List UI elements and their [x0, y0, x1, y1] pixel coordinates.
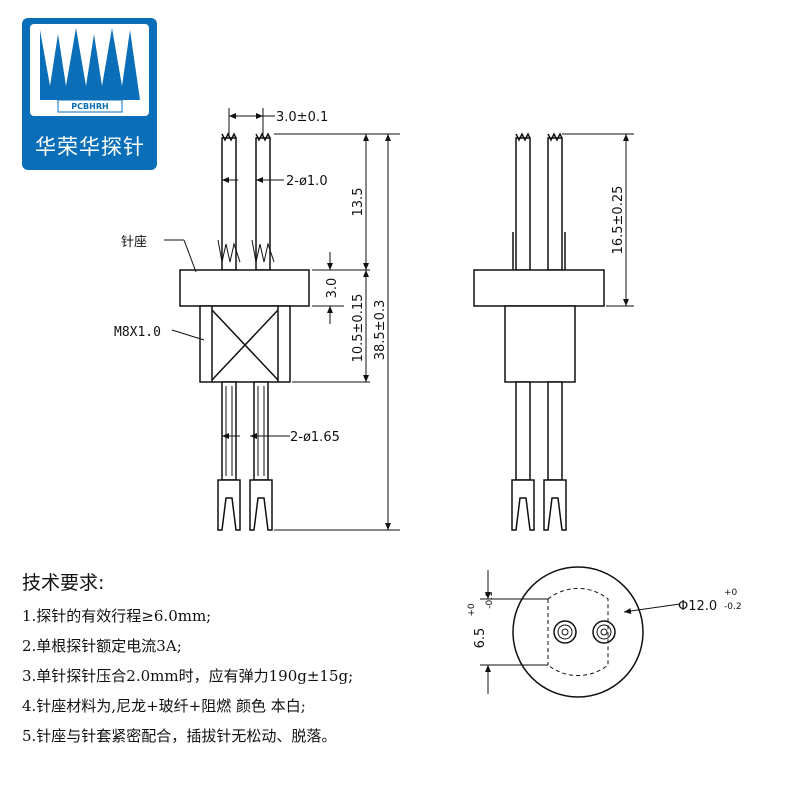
logo-abbr: PCBHRH — [71, 102, 108, 111]
dim-upper-length: 13.5 — [351, 188, 366, 217]
dim-diameter-tol-upper: +0 — [724, 588, 738, 598]
pin-contact-right — [592, 620, 616, 644]
pin-seat-flange — [179, 269, 310, 307]
dim-flat-tol-lower: -0.1 — [485, 591, 495, 609]
front-view-dimensions — [164, 108, 400, 531]
side-flange — [473, 269, 605, 307]
label-pin-seat: 针座 — [121, 235, 147, 250]
dim-diameter: Φ12.0 — [678, 599, 717, 614]
label-thread: M8X1.0 — [114, 325, 161, 340]
dim-total-length: 38.5±0.3 — [373, 300, 388, 361]
side-body — [504, 305, 576, 383]
dim-body-length: 10.5±0.15 — [351, 294, 366, 363]
lower-pin-right — [253, 381, 269, 481]
dim-lower-pin-diameter: 2-ø1.65 — [290, 430, 340, 445]
dim-pin-pitch: 3.0±0.1 — [276, 110, 328, 125]
side-view-dimensions — [562, 133, 634, 307]
technical-requirements: 技术要求: 1.探针的有效行程≥6.0mm; 2.单根探针额定电流3A; 3.单… — [22, 568, 522, 751]
notes-title: 技术要求: — [22, 572, 105, 594]
dim-flat-width: 6.5 — [473, 628, 488, 649]
upper-pin-left — [221, 137, 237, 271]
company-logo: PCBHRH 华荣华探针 — [22, 18, 157, 170]
dim-stroke-length: 16.5±0.25 — [611, 186, 626, 255]
pin-contact-left — [553, 620, 577, 644]
dim-flange-thickness: 3.0 — [325, 278, 340, 299]
bottom-view — [480, 566, 681, 698]
note-item: 4.针座材料为,尼龙+玻纤+阻燃 颜色 本白; — [22, 697, 306, 715]
lower-pin-left — [221, 381, 237, 481]
note-item: 3.单针探针压合2.0mm时，应有弹力190g±15g; — [22, 667, 354, 685]
note-item: 5.针座与针套紧密配合，插拔针无松动、脱落。 — [22, 727, 337, 745]
upper-pin-right — [255, 137, 271, 271]
dim-flat-tol-upper: +0 — [467, 603, 477, 617]
dim-top-pin-diameter: 2-ø1.0 — [286, 174, 328, 189]
front-view — [179, 132, 310, 531]
dim-diameter-tol-lower: -0.2 — [724, 602, 742, 612]
side-view — [473, 132, 605, 531]
logo-name: 华荣华探针 — [35, 135, 145, 159]
note-item: 1.探针的有效行程≥6.0mm; — [22, 607, 212, 625]
note-item: 2.单根探针额定电流3A; — [22, 637, 182, 655]
